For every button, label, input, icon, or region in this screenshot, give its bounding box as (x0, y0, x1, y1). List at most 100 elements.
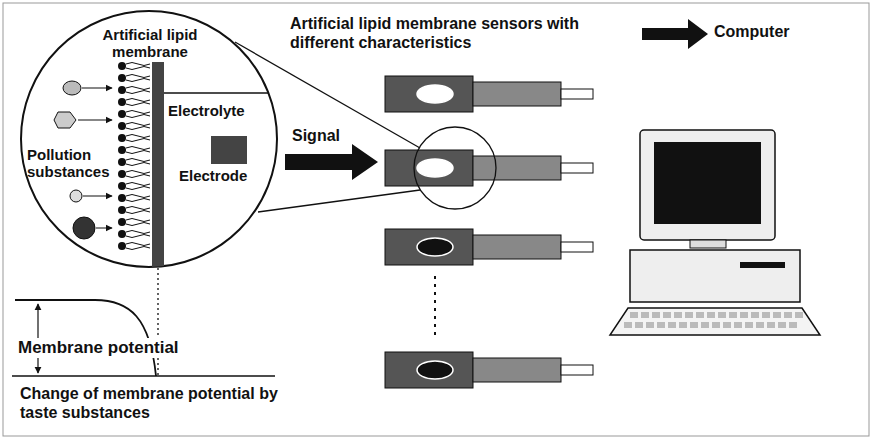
sensor-array-caption: Artificial lipid membrane sensors with d… (290, 14, 595, 52)
lipid-tail (126, 87, 150, 94)
lipid-head (118, 206, 126, 214)
lipid-tail (126, 123, 150, 130)
key (663, 312, 671, 318)
key (789, 322, 797, 328)
taste-caption: Change of membrane potential by taste su… (20, 384, 278, 422)
sensor-connector (561, 89, 593, 99)
sensor-connector (561, 242, 593, 252)
lipid-molecules (118, 62, 150, 250)
lipid-tail (126, 183, 150, 190)
lipid-tail (126, 63, 150, 70)
key (652, 312, 660, 318)
lipid-tail (126, 219, 150, 226)
key (641, 312, 649, 318)
electrode: Electrode (175, 134, 251, 186)
key (679, 322, 687, 328)
lipid-head (118, 230, 126, 238)
lipid-tail (126, 243, 150, 250)
lipid-tail (126, 195, 150, 202)
lipid-sensor (385, 229, 593, 265)
lipid-head (118, 218, 126, 226)
key (784, 312, 792, 318)
key (773, 312, 781, 318)
lipid-tail (126, 171, 150, 178)
approach-arrow (96, 227, 112, 228)
lipid-head (118, 98, 126, 106)
sensor-continuation (434, 276, 436, 340)
magnified-membrane-view: Electrode Artificial lipid membranePollut… (20, 10, 278, 268)
computer-label: Computer (714, 22, 790, 41)
lipid-head (118, 146, 126, 154)
sensor-membrane (417, 85, 453, 103)
lipid-tail (126, 75, 150, 82)
pollutant-large-circle (73, 217, 95, 239)
key (668, 322, 676, 328)
lipid-tail (126, 135, 150, 142)
sensor-head (385, 150, 473, 186)
lipid-sensor (385, 352, 593, 388)
sensor-body (473, 235, 561, 259)
lipid-head (118, 110, 126, 118)
system-unit (630, 250, 800, 302)
signal-arrow (285, 144, 378, 180)
lipid-head (118, 86, 126, 94)
sensor-head (385, 352, 473, 388)
membrane-title: Artificial lipid membrane (75, 26, 225, 61)
monitor-screen (654, 142, 761, 224)
lipid-tail (126, 147, 150, 154)
lipid-membrane-band (152, 62, 164, 282)
keyboard (610, 308, 820, 335)
lipid-tail (126, 99, 150, 106)
potential-label: Membrane potential (16, 338, 181, 358)
lipid-head (118, 134, 126, 142)
lipid-tail (126, 231, 150, 238)
sensor-head (385, 76, 473, 112)
key (696, 312, 704, 318)
key (630, 312, 638, 318)
pollutant-label: Pollution substances (27, 146, 119, 181)
lipid-head (118, 170, 126, 178)
key (646, 322, 654, 328)
computer-illustration (610, 130, 820, 335)
lipid-sensor (385, 76, 593, 112)
key (624, 322, 632, 328)
signal-label: Signal (292, 126, 340, 145)
monitor (640, 130, 775, 240)
approach-arrow (83, 195, 112, 196)
output-arrow (642, 19, 708, 49)
key (707, 312, 715, 318)
key (745, 322, 753, 328)
lipid-tail (126, 111, 150, 118)
key (657, 322, 665, 328)
key (685, 312, 693, 318)
key (767, 322, 775, 328)
key (635, 322, 643, 328)
key (740, 312, 748, 318)
key (751, 312, 759, 318)
key (729, 312, 737, 318)
key (701, 322, 709, 328)
lipid-head (118, 158, 126, 166)
sensor-array (385, 76, 593, 388)
pollutant-small-circle (70, 190, 82, 202)
sensor-body (473, 82, 561, 106)
approach-arrow (82, 87, 112, 88)
sensor-membrane (417, 159, 453, 177)
key (778, 322, 786, 328)
key (712, 322, 720, 328)
key (690, 322, 698, 328)
lipid-head (118, 74, 126, 82)
sensor-body (473, 156, 561, 180)
disk-drive (740, 262, 785, 268)
key (756, 322, 764, 328)
electrode-label: Electrode (179, 167, 247, 184)
lipid-head (118, 194, 126, 202)
lipid-head (118, 182, 126, 190)
key (718, 312, 726, 318)
sensor-head (385, 229, 473, 265)
keyboard-keys (624, 312, 803, 328)
lipid-tail (126, 159, 150, 166)
lipid-head (118, 242, 126, 250)
